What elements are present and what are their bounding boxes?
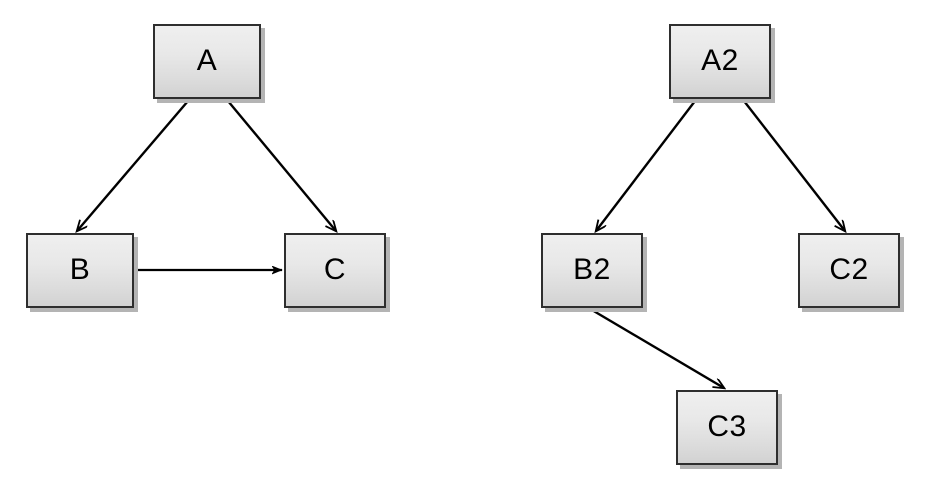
node-label-c3: C3 [707,409,747,443]
node-a[interactable]: A [153,24,261,99]
edge-a2-to-b2 [596,100,696,231]
node-label-a2: A2 [701,43,739,77]
edge-b2-to-c3 [591,308,724,388]
node-label-b2: B2 [573,252,611,286]
edge-a-to-c [227,100,336,231]
edge-a-to-b [77,100,189,231]
node-label-c: C [323,252,347,286]
node-b2[interactable]: B2 [541,233,643,308]
node-label-a: A [196,43,218,77]
node-b[interactable]: B [26,233,134,308]
node-c3[interactable]: C3 [676,390,778,465]
edges-group [77,100,845,388]
edge-a2-to-c2 [743,100,845,231]
node-c2[interactable]: C2 [798,233,900,308]
node-label-c2: C2 [829,252,869,286]
node-label-b: B [69,252,91,286]
node-c[interactable]: C [284,233,386,308]
node-a2[interactable]: A2 [669,24,771,99]
